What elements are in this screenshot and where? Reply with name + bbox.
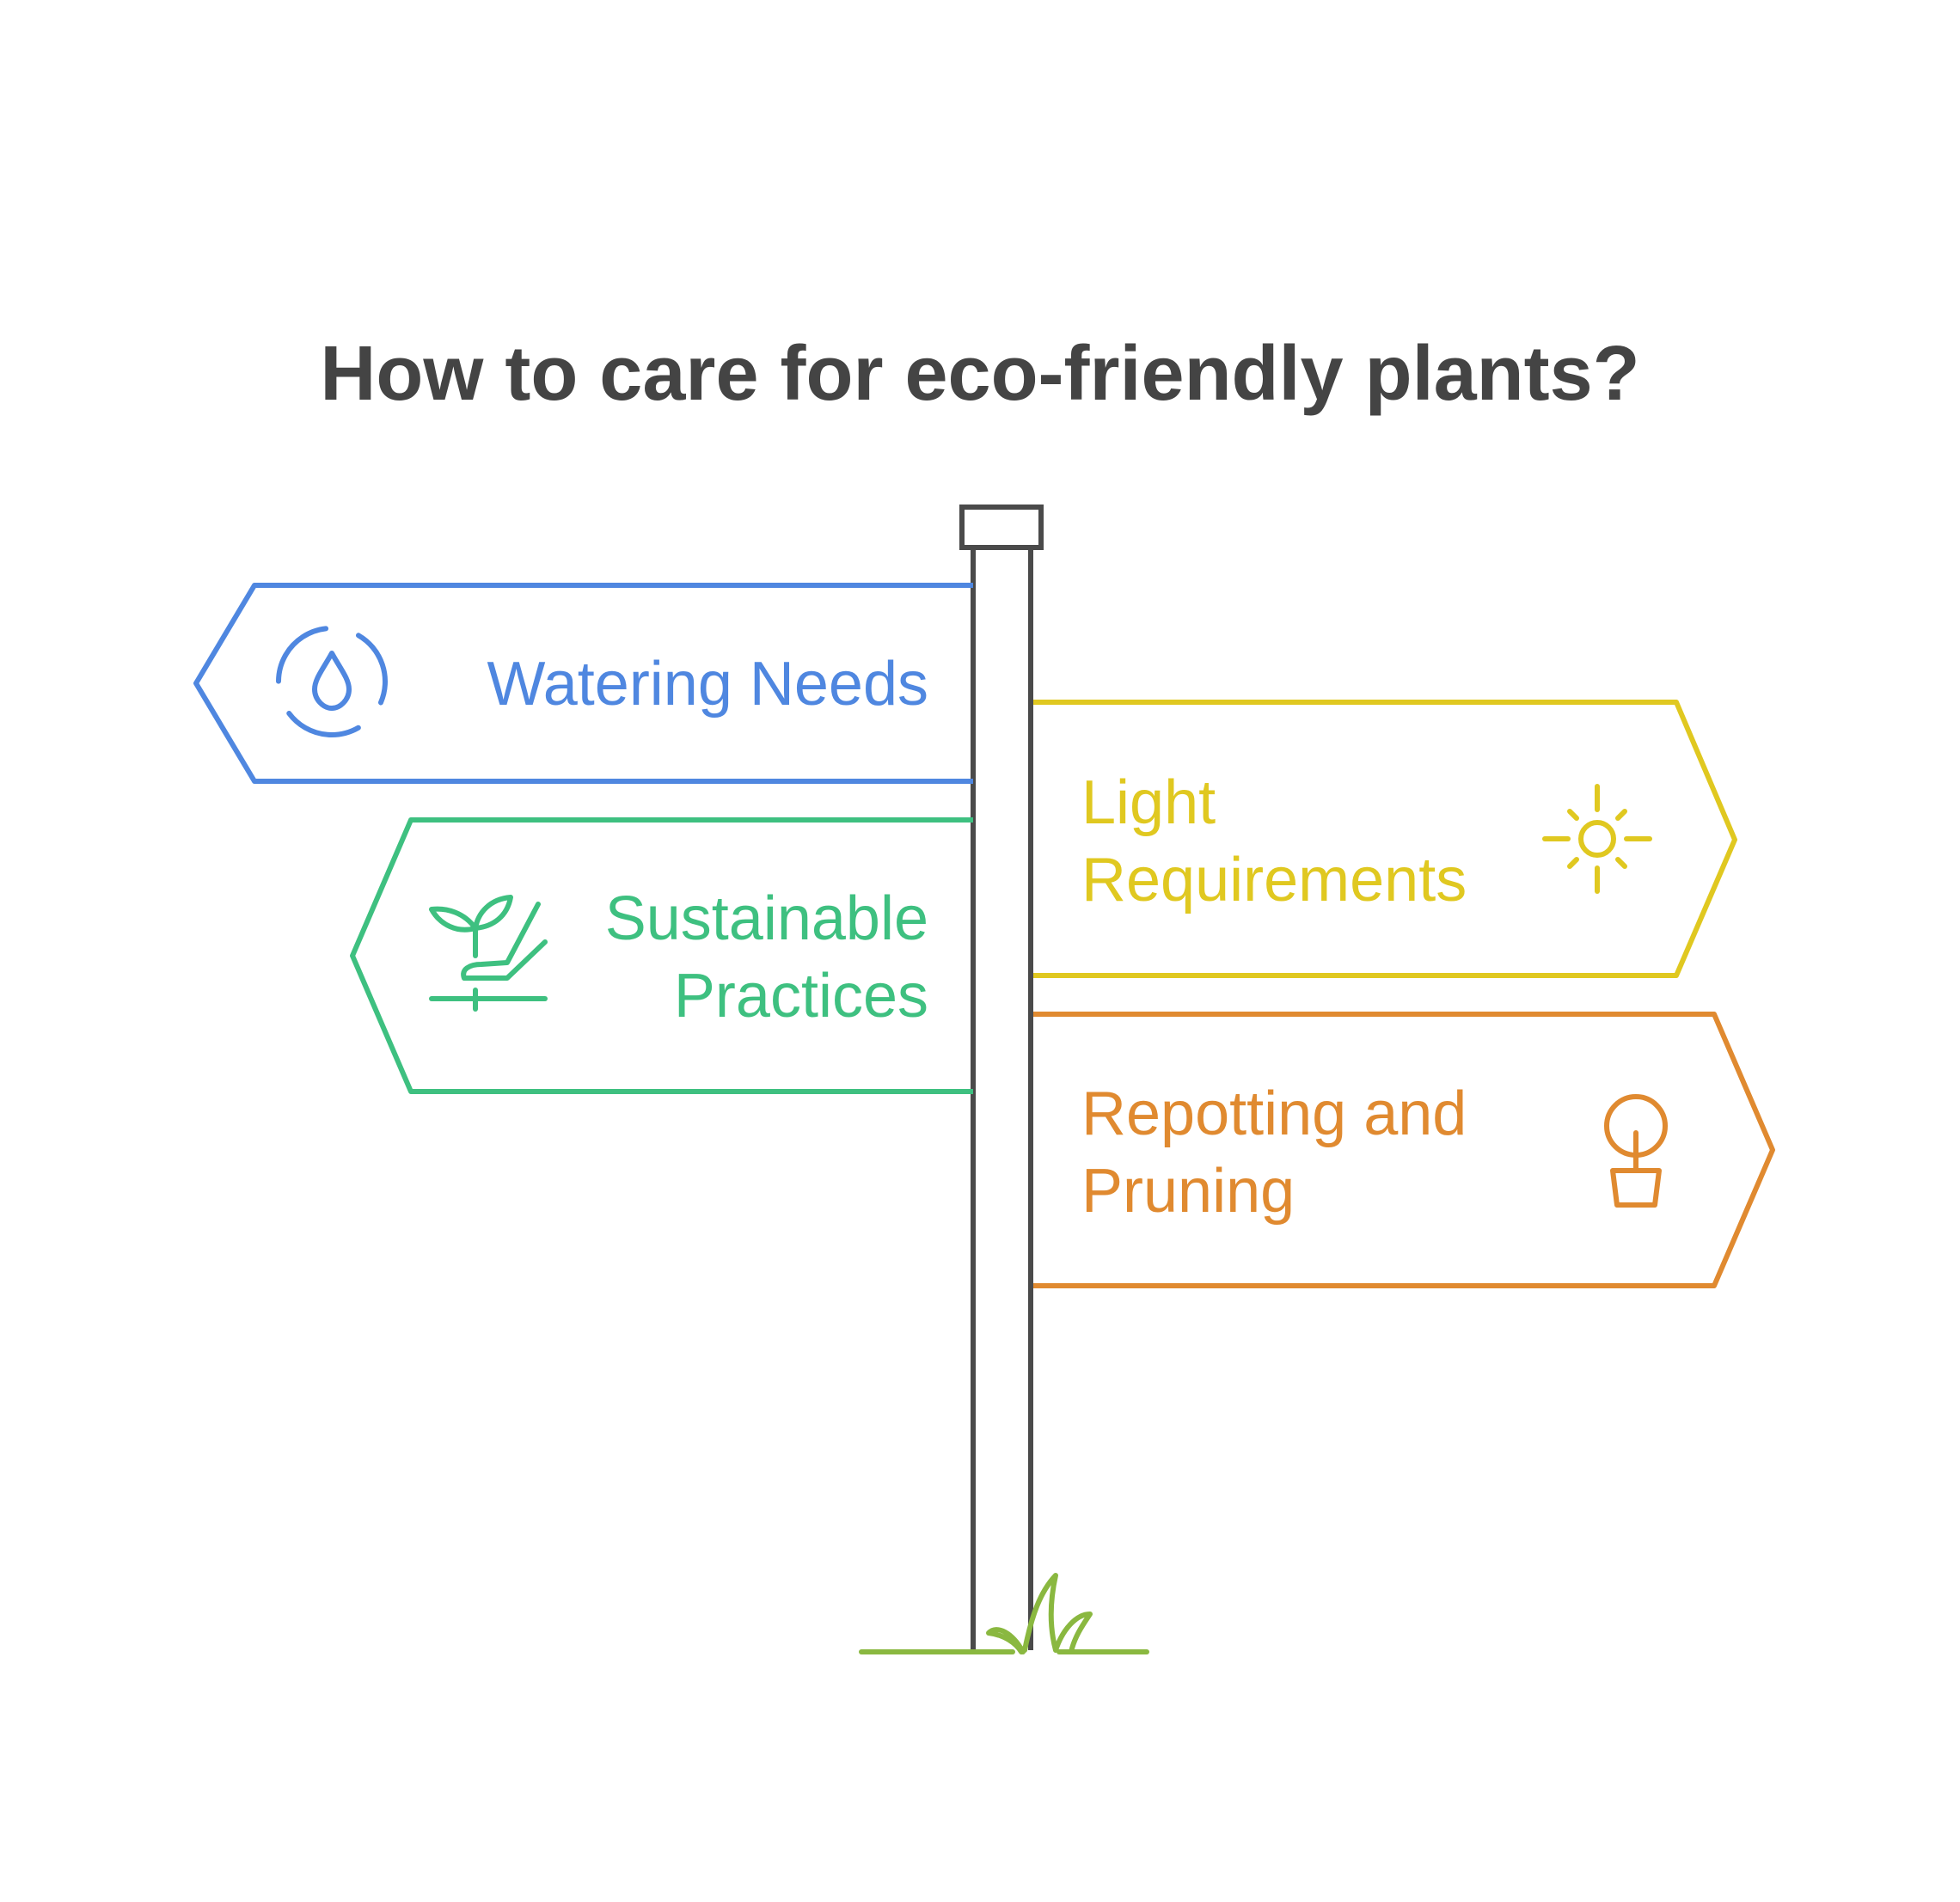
sign-post (959, 505, 1044, 1650)
sign-light-requirements: Light Requirements (1033, 700, 1737, 978)
sign-watering-board (193, 583, 973, 784)
sign-repotting-label-line1: Repotting and (1081, 1079, 1467, 1148)
sign-watering-label: Watering Needs (487, 650, 928, 719)
grass-tuft-icon (986, 1573, 1093, 1654)
sign-repotting-label-line2: Pruning (1081, 1157, 1295, 1226)
sign-light-label-line1: Light (1081, 768, 1216, 837)
sign-sustainable-label-line1: Sustainable (605, 884, 928, 953)
sign-sustainable-board (350, 817, 973, 1094)
diagram-title: How to care for eco-friendly plants? (320, 331, 1639, 417)
potted-plant-icon (1604, 1094, 1668, 1208)
sign-light-label-line2: Requirements (1081, 846, 1467, 914)
grass-ground (859, 1573, 1149, 1654)
sign-repotting-pruning: Repotting and Pruning (1033, 1012, 1775, 1288)
sign-repotting-board (1033, 1012, 1775, 1288)
sprout-hand-icon (429, 895, 548, 1012)
water-drop-icon (276, 626, 388, 737)
sign-sustainable-practices: Sustainable Practices (350, 817, 973, 1094)
sign-sustainable-label-line2: Practices (674, 962, 928, 1031)
post-cap (959, 505, 1044, 550)
sign-light-board (1033, 700, 1737, 978)
sun-icon (1542, 784, 1652, 894)
sign-watering-needs: Watering Needs (193, 583, 973, 784)
